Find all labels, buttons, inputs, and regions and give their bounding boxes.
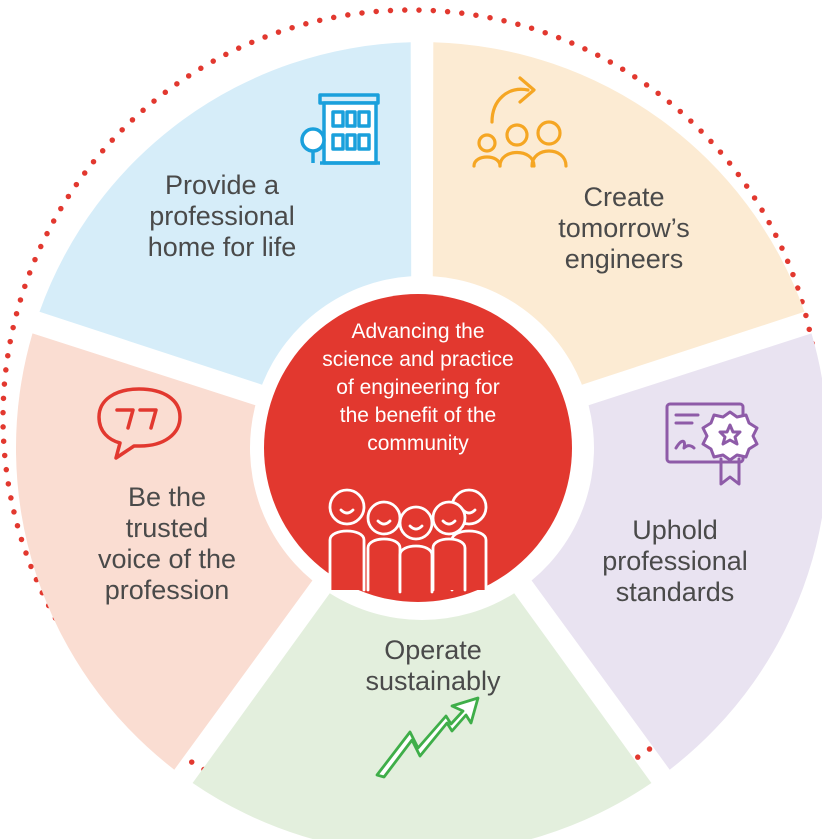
voice-label: Be the trusted voice of the profession bbox=[98, 482, 236, 605]
standards-line-1: Uphold bbox=[632, 515, 718, 545]
standards-label: Uphold professional standards bbox=[602, 515, 748, 607]
voice-line-2: trusted bbox=[126, 513, 209, 543]
center-line-1: Advancing the bbox=[351, 320, 484, 343]
home-line-1: Provide a bbox=[165, 170, 280, 200]
people-group-icon bbox=[328, 488, 488, 594]
people-growth-icon bbox=[472, 76, 568, 168]
center-circle bbox=[264, 294, 572, 602]
sustain-line-1: Operate bbox=[384, 635, 482, 665]
home-label: Provide a professional home for life bbox=[148, 170, 297, 262]
standards-line-2: professional bbox=[602, 546, 748, 576]
segment-trusted-voice bbox=[15, 333, 313, 770]
engineers-label: Create tomorrow’s engineers bbox=[558, 182, 690, 274]
certificate-icon bbox=[665, 402, 759, 486]
engineers-line-2: tomorrow’s bbox=[558, 213, 690, 243]
segment-professional-home bbox=[39, 42, 412, 385]
center-line-2: science and practice bbox=[322, 348, 513, 371]
center-line-4: the benefit of the bbox=[340, 404, 496, 427]
standards-line-3: standards bbox=[616, 577, 735, 607]
home-line-3: home for life bbox=[148, 232, 297, 262]
speech-bubble-icon bbox=[97, 387, 182, 460]
voice-line-1: Be the bbox=[128, 482, 206, 512]
segment-operate-sustainably bbox=[192, 593, 652, 839]
sustain-label: Operate sustainably bbox=[365, 635, 501, 696]
engineers-line-3: engineers bbox=[565, 244, 684, 274]
engineers-line-1: Create bbox=[583, 182, 664, 212]
center-line-5: community bbox=[367, 432, 469, 455]
center-text: Advancing the science and practice of en… bbox=[322, 320, 513, 455]
sustain-line-2: sustainably bbox=[365, 666, 501, 696]
voice-line-4: profession bbox=[105, 575, 230, 605]
home-line-2: professional bbox=[149, 201, 295, 231]
voice-line-3: voice of the bbox=[98, 544, 236, 574]
center-line-3: of engineering for bbox=[336, 376, 499, 399]
trend-up-arrow-icon bbox=[375, 696, 480, 779]
building-icon bbox=[300, 93, 380, 165]
